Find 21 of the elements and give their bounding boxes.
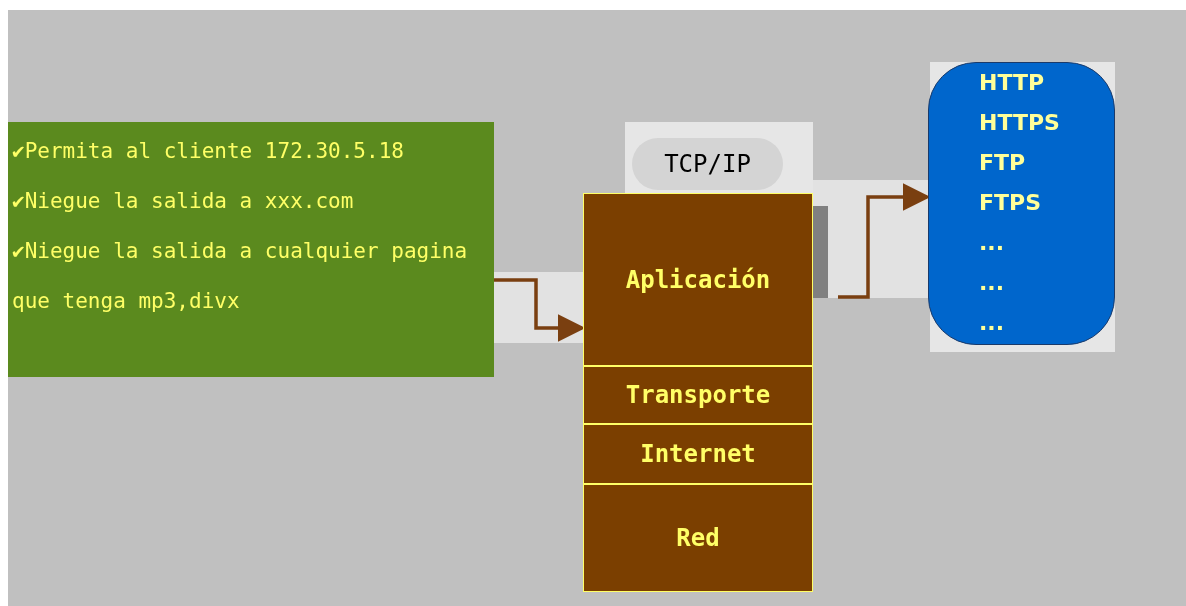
- layer-label: Red: [676, 523, 720, 554]
- layer-box: [583, 424, 813, 484]
- layer-label: Transporte: [625, 380, 771, 411]
- rule-text: ✔Niegue la salida a xxx.com: [12, 188, 355, 215]
- rules-box: [8, 122, 494, 377]
- protocol-label: FTPS: [979, 189, 1042, 217]
- protocol-label: ...: [979, 309, 1006, 337]
- protocol-label: HTTPS: [979, 109, 1061, 137]
- layer-box: [583, 366, 813, 424]
- layer-label: TCP/IP: [664, 149, 751, 180]
- layer-box: [583, 484, 813, 592]
- layer-label: Aplicación: [625, 264, 771, 296]
- layer-box: [583, 193, 813, 366]
- rule-text: ✔Permita al cliente 172.30.5.18: [12, 138, 405, 165]
- protocol-list-box: [928, 62, 1115, 345]
- rule-text: ✔Niegue la salida a cualquier pagina que tenga mp3,divx: [12, 238, 469, 315]
- protocol-label: ...: [979, 229, 1006, 257]
- protocol-label: ...: [979, 269, 1006, 297]
- protocol-label: HTTP: [979, 69, 1046, 97]
- protocol-label: FTP: [979, 149, 1027, 177]
- layer-label: Internet: [640, 439, 756, 470]
